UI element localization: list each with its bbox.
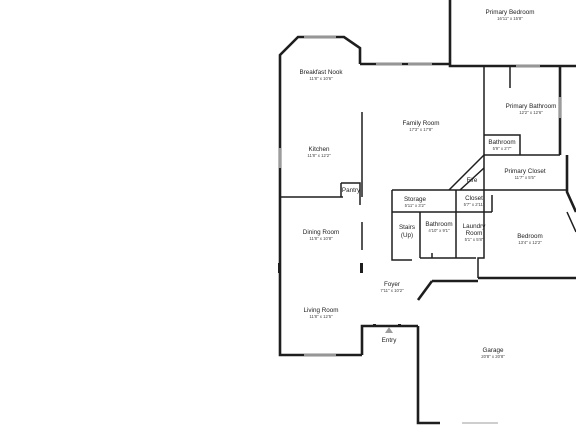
room-name: Foyer — [384, 281, 400, 288]
room-dimensions: 16'11" x 15'8" — [497, 16, 523, 21]
room-dimensions: 11'8" x 10'6" — [309, 76, 333, 81]
room-laundry: Laundry Room 5'1" x 5'8" — [463, 223, 487, 242]
room-dimensions: 5'9" x 2'7" — [493, 146, 512, 151]
room-name-line2: Room — [466, 230, 483, 237]
room-bathroom-upper: Bathroom 5'9" x 2'7" — [488, 139, 515, 151]
room-dimensions: 13'4" x 12'2" — [518, 240, 542, 245]
room-name: Bathroom — [425, 221, 452, 228]
room-name: Primary Bedroom — [486, 9, 535, 16]
room-name: Breakfast Nook — [299, 69, 343, 76]
room-closet: Closet 5'7" x 2'11" — [464, 195, 485, 207]
room-dimensions: 11'8" x 12'5" — [309, 314, 333, 319]
room-dimensions: 5'7" x 2'11" — [464, 202, 485, 207]
room-living-room: Living Room 11'8" x 12'5" — [304, 307, 339, 319]
room-name: Fire — [467, 177, 478, 184]
room-name: Family Room — [402, 120, 439, 127]
door-marks — [278, 263, 401, 327]
room-name: Storage — [404, 196, 427, 203]
room-dimensions: 7'11" x 10'2" — [380, 288, 404, 293]
room-name-line1: Stairs — [399, 224, 415, 231]
room-foyer: Foyer 7'11" x 10'2" — [380, 281, 404, 293]
room-name: Primary Closet — [504, 168, 546, 175]
room-name: Bedroom — [517, 233, 543, 240]
room-name: Pantry — [342, 187, 361, 194]
room-bedroom: Bedroom 13'4" x 12'2" — [517, 233, 543, 245]
windows — [279, 36, 561, 424]
room-name: Closet — [465, 195, 483, 202]
room-breakfast-nook: Breakfast Nook 11'8" x 10'6" — [299, 69, 343, 81]
room-pantry: Pantry — [342, 187, 361, 194]
room-dimensions: 5'1" x 5'8" — [465, 237, 484, 242]
entry-label: Entry — [382, 337, 398, 344]
interior-walls — [280, 66, 576, 278]
room-name: Dining Room — [303, 229, 339, 236]
room-storage: Storage 5'11" x 3'2" — [404, 196, 427, 208]
room-dimensions: 12'2" x 12'6" — [519, 110, 543, 115]
room-dimensions: 11'8" x 10'8" — [309, 236, 333, 241]
room-primary-bedroom: Primary Bedroom 16'11" x 15'8" — [486, 9, 535, 21]
room-name-line2: (Up) — [401, 232, 413, 239]
room-dimensions: 11'8" x 12'2" — [307, 153, 331, 158]
room-dining-room: Dining Room 11'8" x 10'8" — [303, 229, 339, 241]
room-dimensions: 11'7" x 5'5" — [515, 175, 536, 180]
room-name: Garage — [482, 347, 504, 354]
room-garage: Garage 20'8" x 20'8" — [481, 347, 505, 359]
room-name: Living Room — [304, 307, 339, 314]
entry-marker: Entry — [382, 327, 398, 344]
room-stairs: Stairs (Up) — [399, 224, 415, 239]
room-fire: Fire — [467, 177, 478, 184]
entry-arrow-icon — [385, 327, 393, 333]
room-primary-closet: Primary Closet 11'7" x 5'5" — [504, 168, 546, 180]
room-dimensions: 4'10" x 9'1" — [428, 228, 450, 233]
room-family-room: Family Room 17'3" x 17'8" — [402, 120, 439, 132]
room-name: Bathroom — [488, 139, 515, 146]
room-kitchen: Kitchen 11'8" x 12'2" — [307, 146, 331, 158]
room-dimensions: 17'3" x 17'8" — [409, 127, 433, 132]
room-name: Kitchen — [308, 146, 330, 153]
room-bathroom-lower: Bathroom 4'10" x 9'1" — [425, 221, 452, 233]
room-dimensions: 5'11" x 3'2" — [405, 203, 426, 208]
room-dimensions: 20'8" x 20'8" — [481, 354, 505, 359]
room-name: Primary Bathroom — [506, 103, 557, 110]
room-name-line1: Laundry — [463, 223, 487, 230]
room-primary-bathroom: Primary Bathroom 12'2" x 12'6" — [506, 103, 557, 115]
